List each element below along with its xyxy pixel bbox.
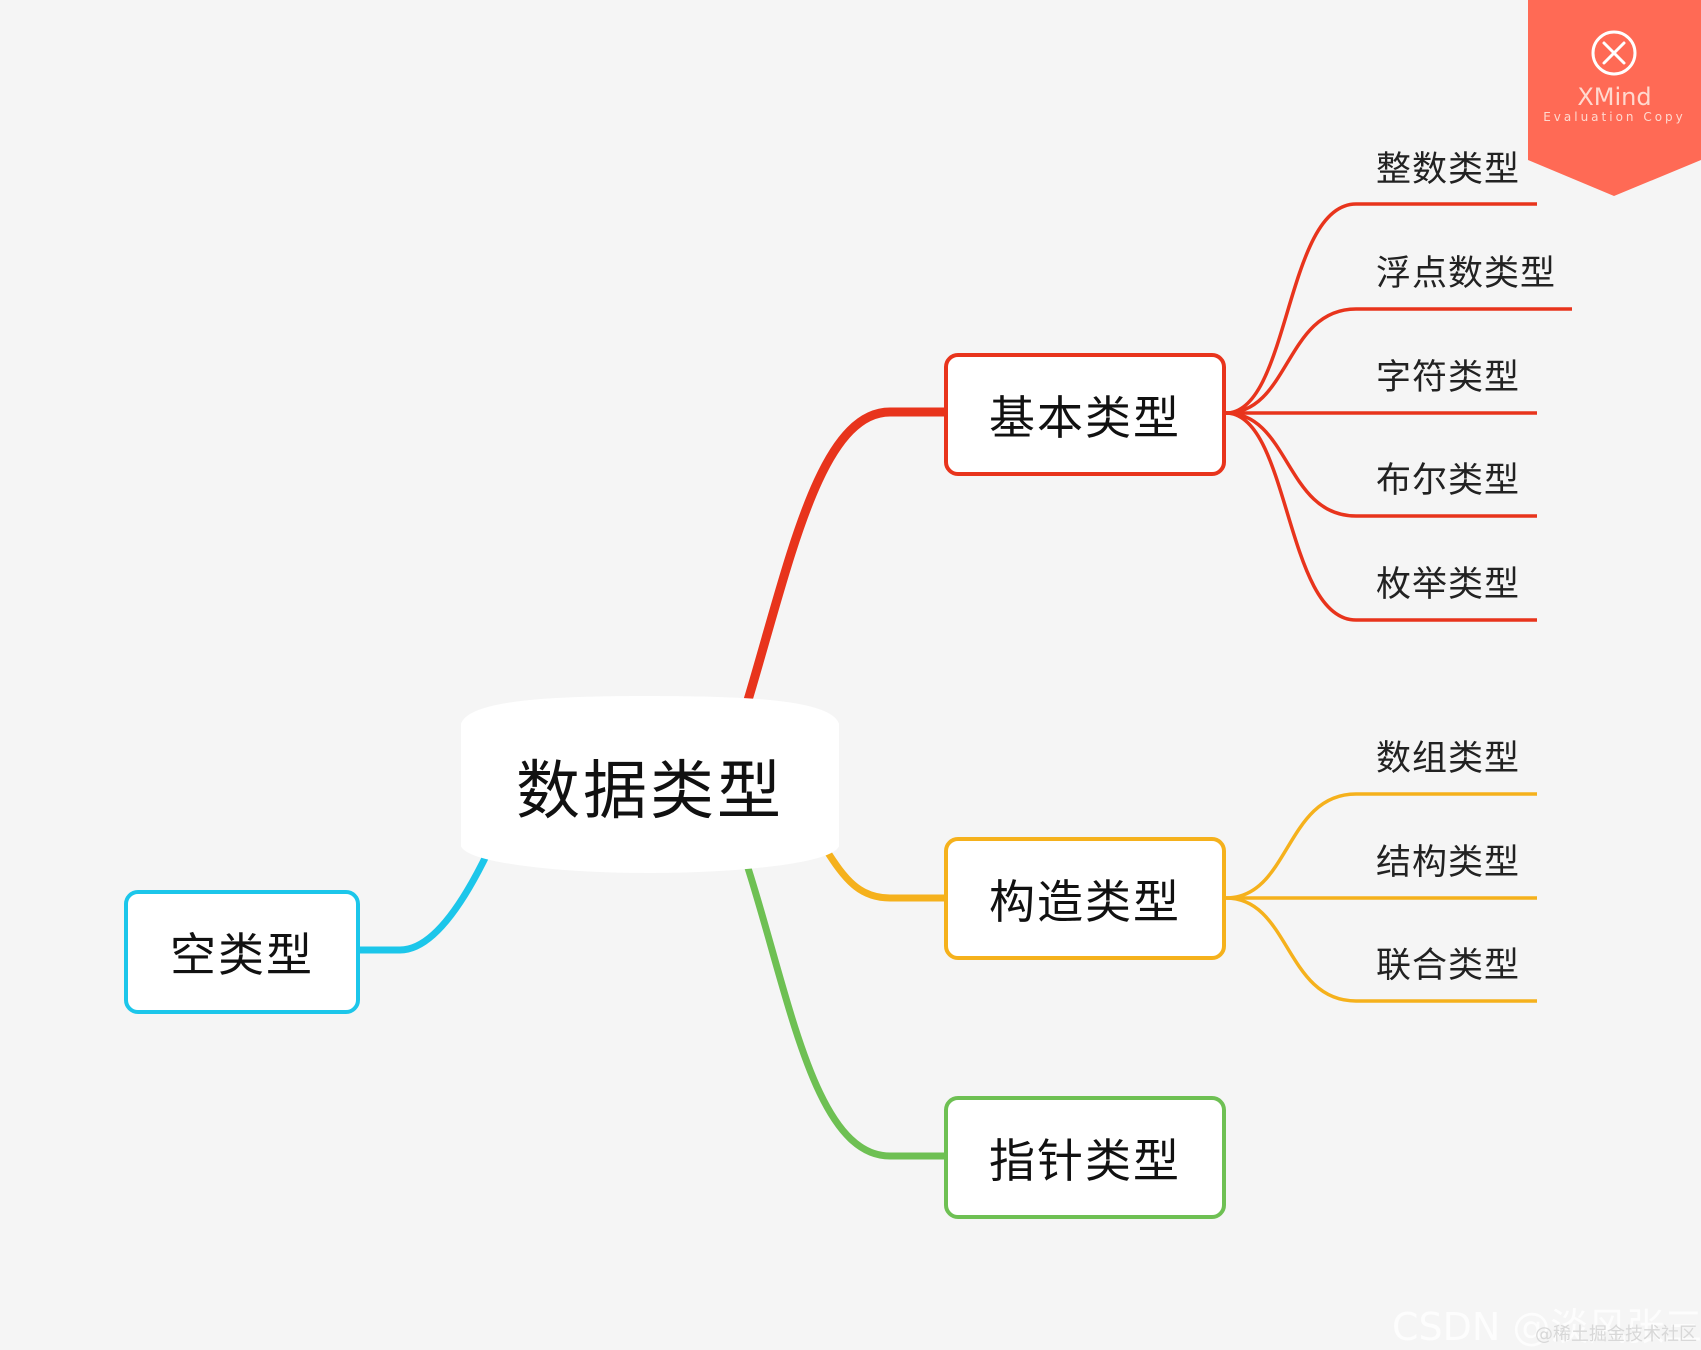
node-construct-types[interactable]: 构造类型 <box>944 837 1226 960</box>
link-basic-int <box>1225 202 1537 415</box>
leaf-struct-type[interactable]: 结构类型 <box>1376 843 1521 883</box>
leaf-char-type[interactable]: 字符类型 <box>1376 358 1521 398</box>
watermark-subtitle: Evaluation Copy <box>1543 110 1686 124</box>
leaf-enum-type[interactable]: 枚举类型 <box>1376 565 1521 605</box>
leaf-float-type[interactable]: 浮点数类型 <box>1376 254 1557 294</box>
watermark-badge <box>1528 0 1701 196</box>
node-pointer-types[interactable]: 指针类型 <box>944 1096 1226 1219</box>
watermark-brand: XMind <box>1577 83 1652 111</box>
leaf-union-type[interactable]: 联合类型 <box>1376 946 1521 986</box>
footer-csdn-watermark: CSDN @淡风张三 <box>1392 1305 1701 1349</box>
root-node-label[interactable]: 数据类型 <box>516 755 784 829</box>
link-basic-enum <box>1225 411 1537 622</box>
leaf-bool-type[interactable]: 布尔类型 <box>1376 461 1521 501</box>
link-root-void <box>356 848 492 954</box>
link-root-pointer <box>744 864 948 1160</box>
footer-juejin-watermark: @稀土掘金技术社区 <box>1535 1324 1697 1345</box>
link-root-basic <box>743 407 949 705</box>
leaf-array-type[interactable]: 数组类型 <box>1376 739 1521 779</box>
link-root-struct <box>821 844 948 902</box>
node-basic-types[interactable]: 基本类型 <box>944 353 1226 476</box>
node-void-type[interactable]: 空类型 <box>124 890 360 1014</box>
link-basic-float <box>1225 307 1572 415</box>
link-struct-array <box>1225 792 1537 900</box>
link-struct-union <box>1225 896 1537 1003</box>
leaf-integer-type[interactable]: 整数类型 <box>1376 150 1521 190</box>
close-icon <box>1591 30 1637 76</box>
link-basic-bool <box>1225 411 1537 518</box>
root-node-shape <box>461 695 839 874</box>
